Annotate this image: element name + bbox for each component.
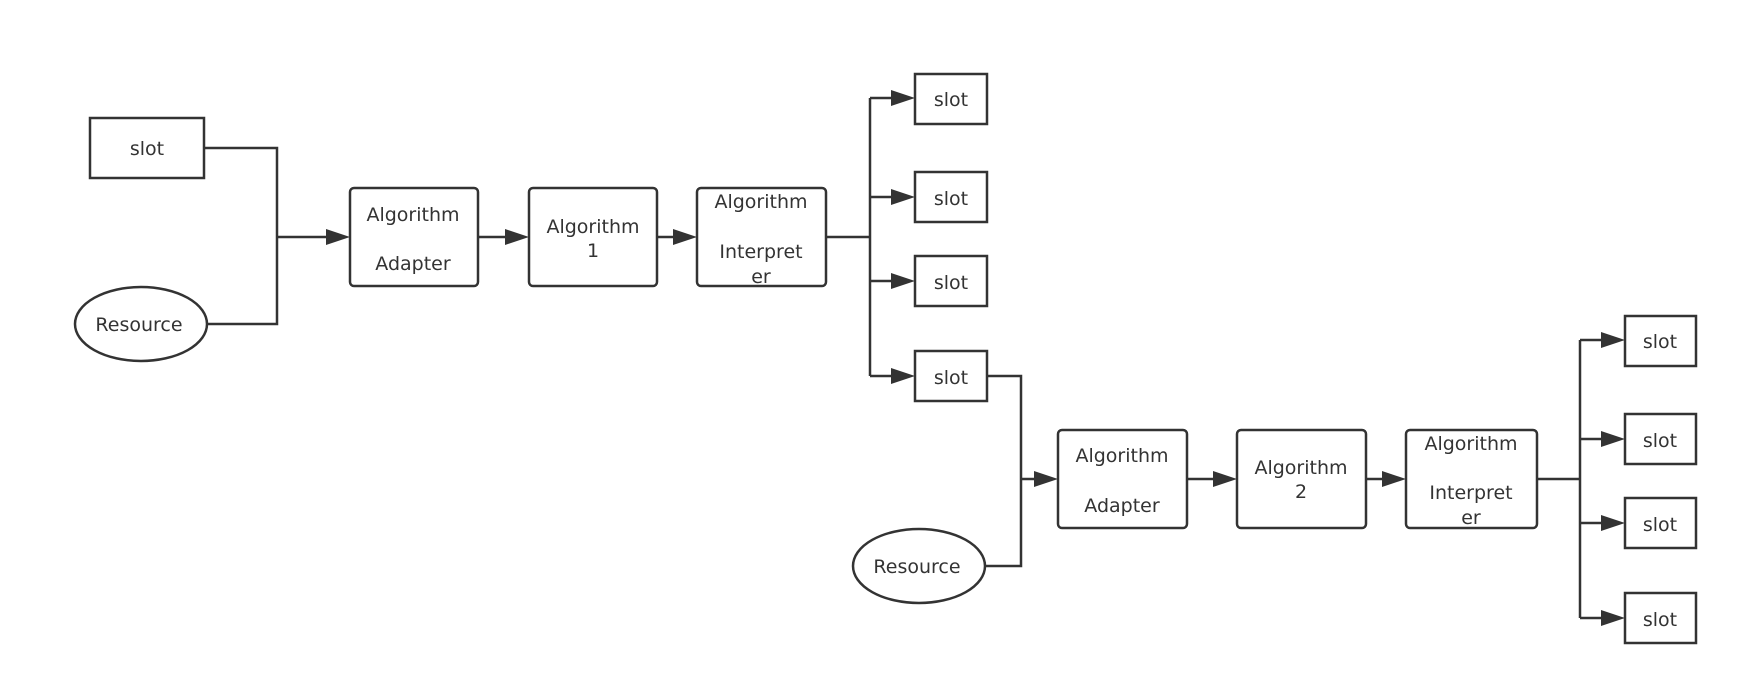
output-slot-1c: slot [913,254,989,308]
resource-2-label: Resource [873,556,960,578]
algorithm-1-line-1: Algorithm [546,216,639,238]
algorithm-2-line-2: 2 [1295,481,1307,503]
resource-2: Resource [851,527,987,605]
arrowhead-out-1d [891,368,915,384]
arrowhead-algorithm-2 [1213,471,1237,487]
connector-resource-to-merge [208,237,279,326]
arrowhead-out-2d [1601,610,1625,626]
adapter-2-line-2: Adapter [1084,495,1160,517]
output-slot-1c-label: slot [934,272,968,294]
adapter-1-line-2: Adapter [375,253,451,275]
output-slot-1a-label: slot [934,89,968,111]
output-slot-2a: slot [1623,314,1698,368]
output-slot-2c: slot [1623,496,1698,550]
interpreter-2-line-1: Algorithm [1424,433,1517,455]
output-slot-1b-label: slot [934,188,968,210]
output-slot-1a: slot [913,72,989,126]
input-slot-1: slot [88,116,206,180]
interpreter-1-line-2: Interpret [719,241,802,263]
arrowhead-adapter-1 [326,229,350,245]
output-slot-1d: slot [913,349,989,403]
arrowhead-interpreter-1 [673,229,697,245]
algorithm-interpreter-2: Algorithm Interpret er [1404,428,1539,530]
output-slot-2c-label: slot [1643,514,1677,536]
arrowhead-interpreter-2 [1382,471,1406,487]
arrowhead-adapter-2 [1034,471,1058,487]
algorithm-1-line-2: 1 [587,240,599,262]
algorithm-adapter-1: Algorithm Adapter [348,186,480,288]
interpreter-2-line-3: er [1461,507,1481,529]
arrowhead-out-2b [1601,431,1625,447]
stage1-connectors [204,90,915,384]
algorithm-1: Algorithm 1 [527,186,659,288]
adapter-1-line-1: Algorithm [366,204,459,226]
algorithm-2: Algorithm 2 [1235,428,1368,530]
resource-1: Resource [73,285,209,363]
arrowhead-out-1c [891,273,915,289]
arrowhead-out-1b [891,189,915,205]
arrowhead-out-1a [891,90,915,106]
arrowhead-algorithm-1 [505,229,529,245]
connector-resource-to-merge-2 [985,479,1023,568]
resource-1-label: Resource [95,314,182,336]
connector-slot-to-merge-2 [987,374,1023,479]
input-slot-1-label: slot [130,138,164,160]
stage2-connectors [985,332,1625,626]
output-slot-1b: slot [913,170,989,224]
algorithm-adapter-2: Algorithm Adapter [1056,428,1189,530]
output-slot-2a-label: slot [1643,331,1677,353]
algorithm-interpreter-1: Algorithm Interpret er [695,186,828,288]
interpreter-2-line-2: Interpret [1429,482,1512,504]
output-slot-2b: slot [1623,412,1698,466]
arrowhead-out-2a [1601,332,1625,348]
output-slot-1d-label: slot [934,367,968,389]
output-slot-2d: slot [1623,591,1698,645]
interpreter-1-line-1: Algorithm [714,191,807,213]
output-slot-2d-label: slot [1643,609,1677,631]
algorithm-2-line-1: Algorithm [1254,457,1347,479]
arrowhead-out-2c [1601,515,1625,531]
interpreter-1-line-3: er [751,266,771,288]
connector-slot-to-merge [204,146,279,237]
adapter-2-line-1: Algorithm [1075,445,1168,467]
output-slot-2b-label: slot [1643,430,1677,452]
